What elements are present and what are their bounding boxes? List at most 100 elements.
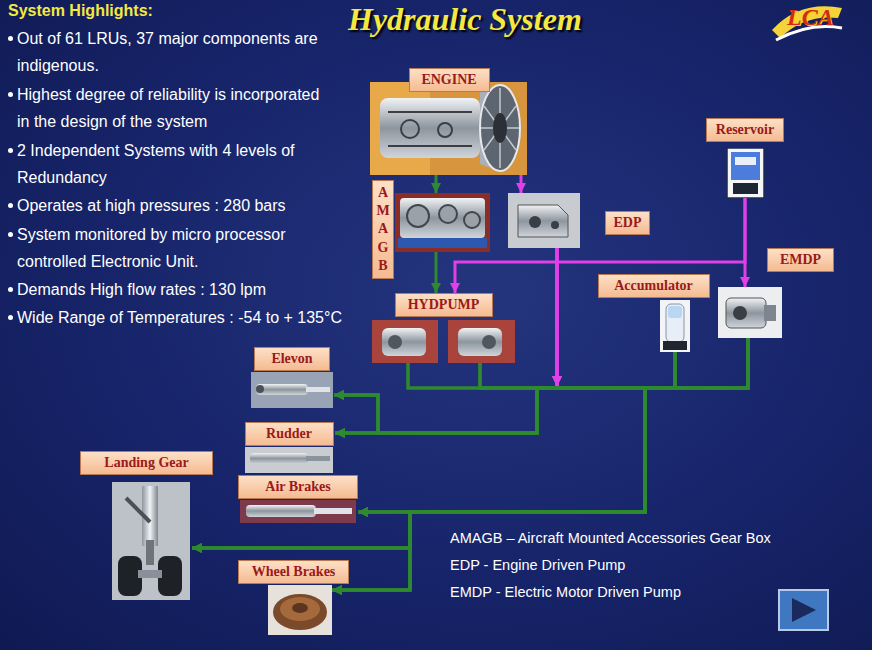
gearbox-illustration <box>395 193 490 252</box>
wheel-brake-illustration <box>268 585 332 635</box>
component-label: HYDPUMP <box>408 297 480 313</box>
actuator-illustration <box>314 508 352 514</box>
hydpump-illustration <box>448 320 515 363</box>
pump-illustration <box>518 205 568 237</box>
component-label: HYDPUMP <box>395 293 493 317</box>
hydraulic-line <box>436 175 437 193</box>
abbreviation-text: EMDP - Electric Motor Driven Pump <box>450 584 681 600</box>
motor-pump-illustration <box>726 298 766 328</box>
hydraulic-line <box>358 338 748 512</box>
actuator-illustration <box>306 387 330 392</box>
bullet-text: Wide Range of Temperatures : -54 to + 13… <box>17 309 342 326</box>
component-node: EDP <box>508 193 580 248</box>
reservoir-illustration <box>735 157 756 165</box>
actuator-illustration <box>246 505 316 517</box>
pump-illustration <box>508 193 580 248</box>
component-node: ENGINE <box>370 68 528 175</box>
gearbox-illustration <box>398 238 487 248</box>
wheel-brake-illustration <box>273 594 327 630</box>
engine-illustration <box>438 123 452 137</box>
gearbox-illustration <box>464 212 480 228</box>
reservoir-illustration <box>731 152 760 180</box>
landing-gear-illustration <box>112 482 190 600</box>
component-label: Rudder <box>245 422 334 446</box>
landing-gear-illustration <box>138 570 162 578</box>
engine-illustration <box>481 88 519 168</box>
component-label: Elevon <box>271 351 312 367</box>
actuator-illustration <box>256 385 264 393</box>
engine-illustration <box>480 85 520 171</box>
hydraulic-line <box>435 252 438 293</box>
hydraulic-line <box>358 363 645 512</box>
heading-text: System Highlights: <box>8 2 153 19</box>
hydraulic-line <box>556 248 559 386</box>
bullet-dot <box>8 315 13 320</box>
hydraulic-line <box>334 338 748 433</box>
play-button <box>792 598 816 622</box>
bullet-text: 2 Independent Systems with 4 levels of R… <box>17 142 295 186</box>
engine-illustration <box>401 120 419 138</box>
bullet-dot <box>8 203 13 208</box>
reservoir-illustration <box>727 148 764 198</box>
component-label: Elevon <box>254 347 330 371</box>
slide-title: Hydraulic System <box>348 1 582 38</box>
engine-illustration <box>388 112 472 146</box>
hydraulic-line <box>335 338 748 433</box>
engine-illustration <box>493 113 507 143</box>
actuator-illustration <box>251 372 333 408</box>
motor-pump-illustration <box>718 287 782 338</box>
logo-text: LCA <box>787 4 834 31</box>
hydraulic-line <box>358 338 748 512</box>
component-node: Reservoir <box>705 118 785 198</box>
abbreviation-text: AMAGB – Aircraft Mounted Accessories Gea… <box>450 530 771 546</box>
component-label: AMAGB <box>376 184 390 275</box>
hydraulic-line <box>192 352 675 548</box>
pump-illustration <box>529 216 541 228</box>
hydraulic-line <box>334 352 675 433</box>
gearbox-illustration <box>439 205 457 223</box>
component-node: EMDP <box>718 287 782 338</box>
hydraulic-line <box>556 248 559 386</box>
hydraulic-line <box>334 248 557 433</box>
bullet-text: System monitored by micro processor cont… <box>8 221 328 275</box>
reservoir-illustration <box>727 148 764 198</box>
hydraulic-line <box>332 338 748 590</box>
abbreviation-text: EDP - Engine Driven Pump <box>450 557 625 573</box>
component-label: EDP <box>605 211 650 235</box>
hydpump-illustration <box>482 335 496 349</box>
bullet-text: Highest degree of reliability is incorpo… <box>8 81 333 135</box>
component-label: Accumulator <box>614 278 693 294</box>
component-label: EDP <box>614 215 642 231</box>
slide-title: Hydraulic System <box>348 1 582 37</box>
hydraulic-line <box>334 363 537 433</box>
logo-text: LCA <box>787 4 834 30</box>
hydraulic-line <box>332 338 748 590</box>
abbreviation-text: AMAGB – Aircraft Mounted Accessories Gea… <box>450 529 771 547</box>
gearbox-illustration <box>395 193 490 252</box>
component-node: Rudder <box>243 422 335 474</box>
play-button <box>779 590 828 630</box>
actuator-illustration <box>256 384 308 395</box>
component-node: Wheel Brakes <box>268 560 332 636</box>
hydpump-illustration <box>458 328 502 356</box>
gearbox-illustration <box>400 198 485 238</box>
accumulator-illustration <box>663 341 687 350</box>
motor-pump-illustration <box>733 306 747 320</box>
pump-illustration <box>508 193 580 248</box>
engine-illustration <box>370 82 527 175</box>
bullet-text: Demands High flow rates : 130 lpm <box>8 276 353 303</box>
landing-gear-illustration <box>146 540 154 565</box>
hydraulic-line <box>335 352 675 433</box>
hydraulic-line <box>335 352 675 433</box>
bullet-dot <box>8 148 13 153</box>
component-label: Landing Gear <box>80 451 213 475</box>
component-label: Accumulator <box>598 274 710 298</box>
bullet-text: System monitored by micro processor cont… <box>17 226 286 270</box>
component-label: Wheel Brakes <box>252 564 336 580</box>
component-label: AMAGB <box>372 180 394 279</box>
accumulator-illustration <box>668 306 682 318</box>
component-label: EMDP <box>767 248 834 272</box>
engine-illustration <box>370 82 527 175</box>
bullet-text: 2 Independent Systems with 4 levels of R… <box>8 137 338 191</box>
